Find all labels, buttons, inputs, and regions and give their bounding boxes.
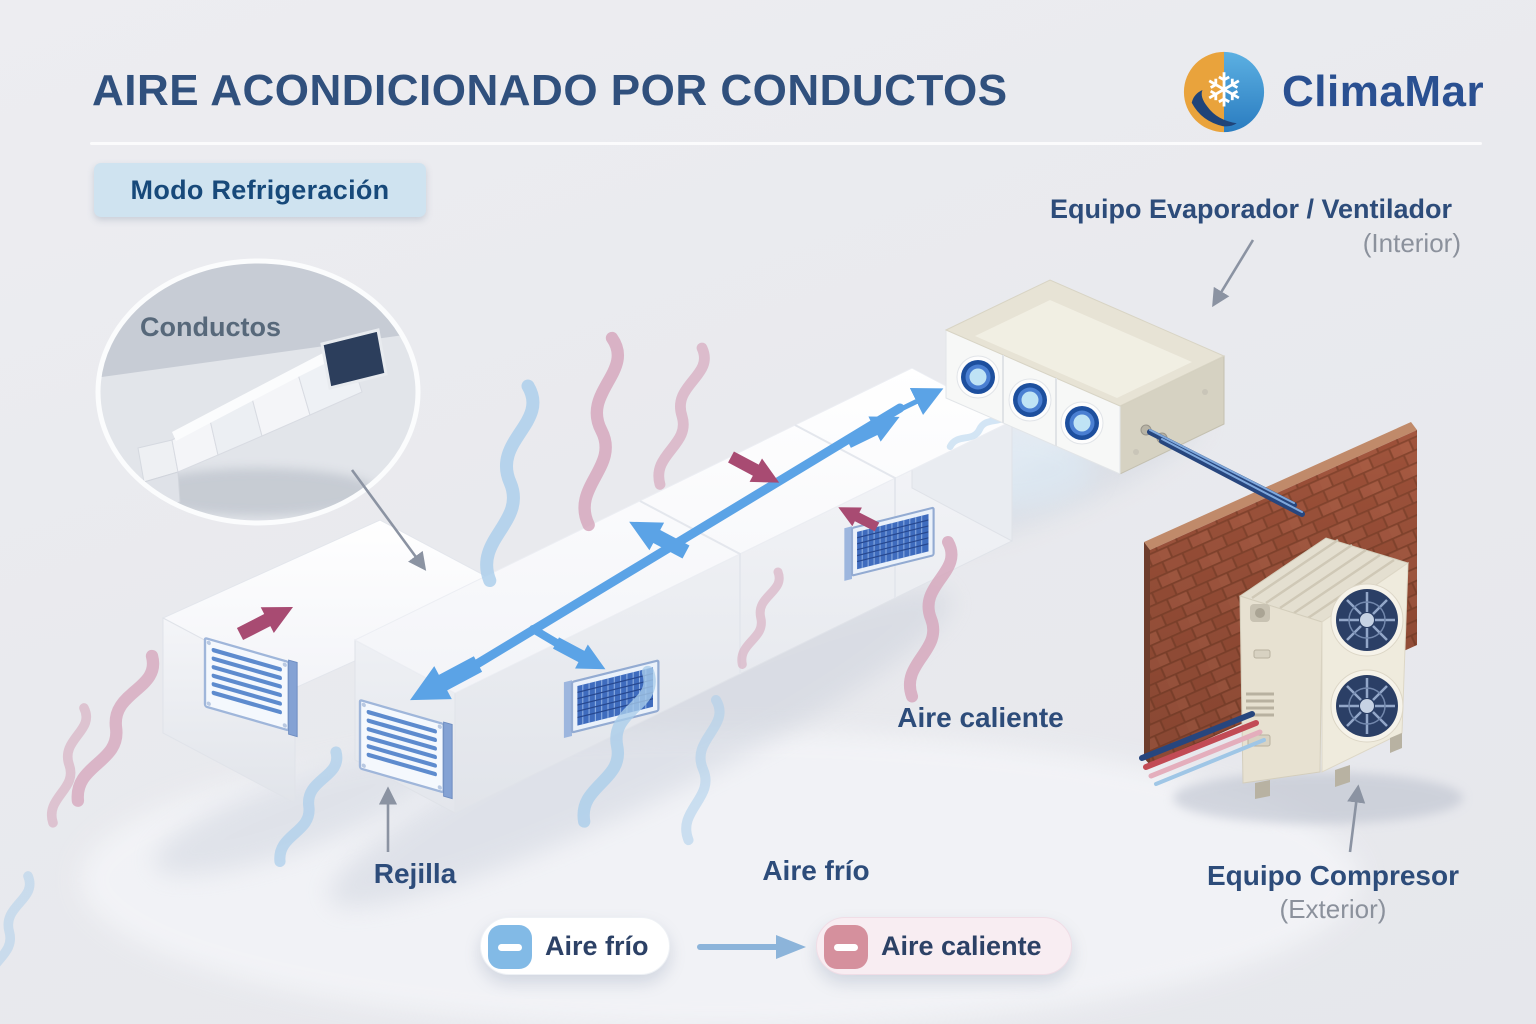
header-divider (90, 142, 1482, 145)
annotation-arrows (350, 239, 1366, 853)
page-title: AIRE ACONDICIONADO POR CONDUCTOS (92, 66, 1008, 115)
compressor-title: Equipo Compresor (1206, 860, 1459, 891)
evaporator-label: Equipo Evaporador / Ventilador (Interior… (1035, 194, 1467, 259)
mode-badge: Modo Refrigeración (94, 163, 426, 217)
brand-name: ClimaMar (1282, 67, 1485, 116)
compressor-location: (Exterior) (1279, 894, 1387, 924)
snowflake-icon: ❄ (1183, 51, 1265, 133)
evaporator-title: Equipo Evaporador / Ventilador (1049, 194, 1453, 224)
evaporator-fans (956, 355, 1104, 445)
grille-label: Rejilla (373, 858, 457, 889)
legend-cold-label: Aire frío (545, 930, 649, 961)
evaporator-pointer-arrow (1212, 239, 1255, 308)
refrigerant-pipes-lower (1139, 711, 1266, 786)
ducts-inset (95, 258, 421, 526)
hot-air-chip-icon (824, 925, 868, 969)
svg-text:❄: ❄ (1204, 65, 1243, 117)
cold-air-chip-icon (488, 925, 532, 969)
legend-hot-pill: Aire caliente (816, 917, 1072, 975)
hot-air-label: Aire caliente (897, 702, 1064, 733)
inset-label: Conductos (140, 312, 281, 342)
legend-cold-pill: Aire frío (480, 917, 670, 975)
legend-hot-label: Aire caliente (881, 930, 1042, 961)
inset-duct (137, 328, 388, 513)
refrigerant-pipes-upper (1147, 429, 1305, 517)
compressor-label: Equipo Compresor (Exterior) (1200, 860, 1466, 925)
compressor-fan-top (1330, 583, 1404, 657)
legend-arrow (697, 935, 806, 959)
cold-arrow-to-evaporator (893, 388, 944, 416)
brand-logo: ❄ ClimaMar (1180, 48, 1484, 136)
cold-air-label: Aire frío (762, 855, 870, 886)
compressor-unit (1238, 537, 1410, 799)
evaporator-location: (Interior) (1362, 228, 1461, 258)
compressor-fan-bottom (1330, 669, 1404, 743)
cold-air-flow-arrows (401, 388, 944, 717)
compressor-pointer-arrow (1347, 784, 1366, 853)
inset-pointer-arrow (350, 469, 427, 571)
evaporator-unit (944, 279, 1226, 475)
